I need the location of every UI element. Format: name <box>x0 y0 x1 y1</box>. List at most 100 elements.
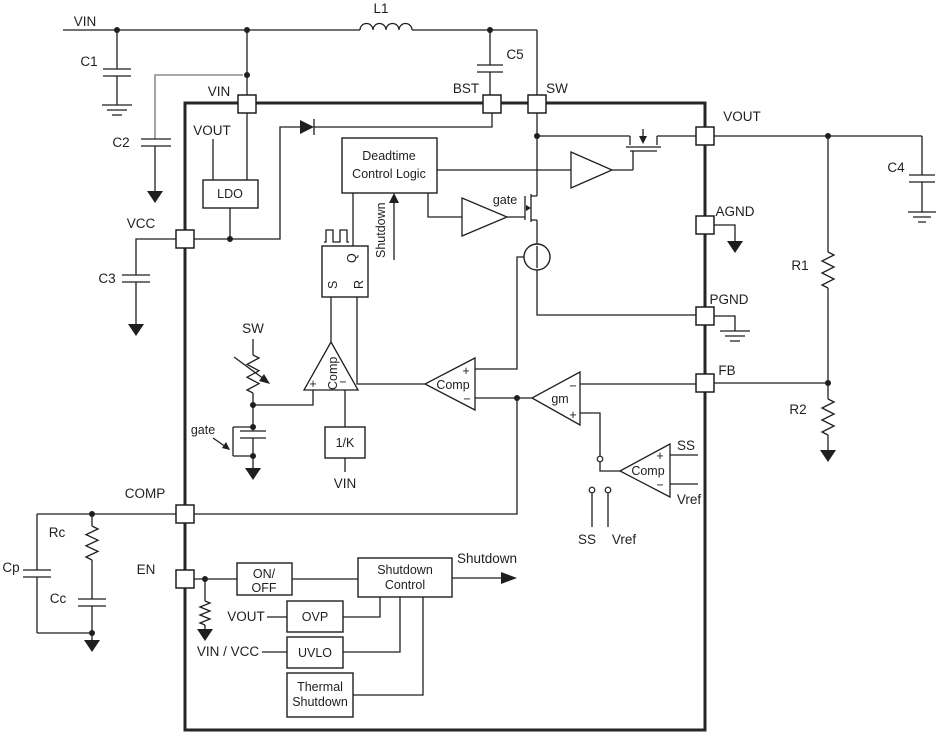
left-externals <box>23 238 176 652</box>
comp-pin-wire <box>194 398 518 515</box>
text-labels: VIN L1 C1 C2 C5 C3 C4 R1 R2 Rc Cc Cp VIN… <box>2 1 905 709</box>
vref-switch-label: Vref <box>612 532 637 547</box>
c1-earth-ground <box>102 104 132 116</box>
ramp-cap-plates <box>240 430 266 439</box>
pgnd-wire <box>714 315 736 331</box>
pin-agnd <box>695 215 715 235</box>
cc-plates <box>78 598 106 607</box>
pin-vin-label: VIN <box>208 84 231 99</box>
ss-comparator <box>618 442 671 499</box>
sense-branch <box>475 256 524 370</box>
lowside-gate-driver <box>461 197 509 237</box>
c5-label: C5 <box>506 47 523 62</box>
dot <box>534 133 540 139</box>
bootstrap-diode <box>300 120 314 134</box>
pin-vcc <box>175 229 195 249</box>
dot <box>825 380 831 386</box>
pin-sw <box>527 94 547 114</box>
inv-k-label: 1/K <box>336 436 355 450</box>
switch-pole-contact <box>596 455 604 463</box>
ldo-label: LDO <box>217 187 243 201</box>
pin-vin <box>237 94 257 114</box>
ovp-in-label: VOUT <box>227 609 265 624</box>
ovp-block <box>286 600 344 633</box>
pin-vout <box>695 126 715 146</box>
inv-k-block <box>324 426 366 459</box>
dot <box>514 395 520 401</box>
c2-ground-arrow <box>147 191 163 203</box>
pin-comp <box>175 504 195 524</box>
input-network <box>63 22 538 203</box>
var-resistor-arrow-line <box>233 356 265 380</box>
pin-en <box>175 569 195 589</box>
rc-zigzag <box>84 525 100 561</box>
pin-fb <box>695 373 715 393</box>
pwm-plus-sign: + <box>309 377 316 391</box>
dot <box>825 133 831 139</box>
switch-pole-wire <box>599 462 620 472</box>
current-comparator <box>423 356 476 412</box>
gate-ramp-label: gate <box>191 423 215 437</box>
ss-stub-label: SS <box>677 438 695 453</box>
gm-plus-wire <box>580 412 601 456</box>
onoff-block <box>236 562 293 596</box>
c1-plates <box>103 68 131 77</box>
deadtime-to-gatedriver <box>427 193 462 218</box>
c4-label: C4 <box>887 160 905 175</box>
sw-ramp-label: SW <box>242 321 264 336</box>
shutdown-in-label: Shutdown <box>374 202 388 258</box>
gate-low-label: gate <box>493 193 517 207</box>
onoff-label-1: ON/ <box>253 567 276 581</box>
pin-pgnd-label: PGND <box>709 292 748 307</box>
dot <box>250 402 256 408</box>
ovp-label: OVP <box>302 610 328 624</box>
l1-label: L1 <box>373 1 388 16</box>
r2-ground-arrow <box>820 450 836 462</box>
var-resistor-zigzag <box>245 354 261 394</box>
shutdown-out-label: Shutdown <box>457 551 517 566</box>
vin-rail-label: VIN <box>74 14 97 29</box>
ovp-out-wire <box>343 597 381 618</box>
c2-plates <box>141 138 171 147</box>
thermal-shutdown-block <box>286 672 354 718</box>
en-pulldown-zigzag <box>198 600 212 626</box>
latch-r-label: R <box>352 280 366 289</box>
pwm-comp-label: Comp <box>326 357 340 390</box>
deadtime-block <box>341 137 438 194</box>
agnd-wire <box>714 224 736 241</box>
gm-amplifier <box>530 370 581 427</box>
c3-plates <box>122 274 150 283</box>
pin-sw-label: SW <box>546 81 568 96</box>
thermal-label-2: Shutdown <box>292 695 348 709</box>
r1-zigzag <box>820 251 836 289</box>
pin-en-label: EN <box>137 562 156 577</box>
dot <box>202 576 208 582</box>
ss-comp-minus: − <box>656 478 663 492</box>
ramp-ground-arrow <box>245 468 261 480</box>
switch-ss-contact <box>588 486 596 494</box>
dot <box>244 27 250 33</box>
ldo-vout-label: VOUT <box>193 123 231 138</box>
onoff-label-2: OFF <box>252 581 277 595</box>
comp-net-top <box>36 513 176 634</box>
uvlo-out-wire <box>343 597 401 653</box>
uvlo-label: UVLO <box>298 646 332 660</box>
sr-latch <box>321 245 369 298</box>
dot <box>244 72 250 78</box>
ldo-block <box>202 179 259 209</box>
current-comp-label: Comp <box>436 378 469 392</box>
sdctrl-label-2: Control <box>385 578 425 592</box>
current-comp-plus: + <box>462 364 469 378</box>
pwm-minus-sign: − <box>339 375 346 389</box>
gm-minus: − <box>569 379 576 393</box>
c4-plates <box>909 174 935 183</box>
inv-k-vin-label: VIN <box>334 476 357 491</box>
pin-comp-label: COMP <box>125 486 166 501</box>
sdctrl-label-1: Shutdown <box>377 563 433 577</box>
dot <box>89 511 95 517</box>
dot <box>114 27 120 33</box>
vcc-rail <box>194 126 300 240</box>
deadtime-label-2: Control Logic <box>352 167 426 181</box>
agnd-ground-arrow <box>727 241 743 253</box>
